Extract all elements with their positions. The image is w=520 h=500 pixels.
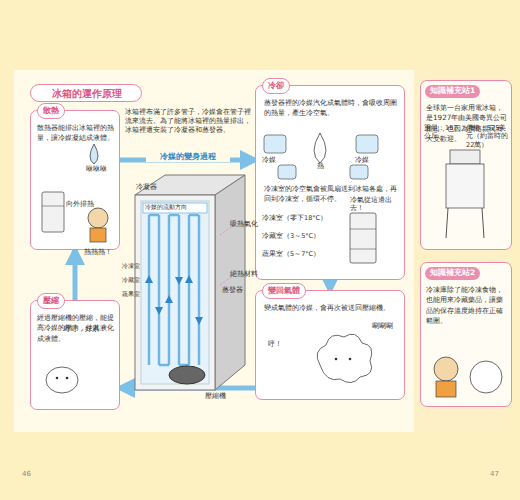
flow-arrow (328, 280, 333, 290)
box-heading: 知識補充站2 (425, 267, 480, 280)
part-label: 壓縮機 (205, 392, 226, 400)
part-label: 咻咻咻 (86, 165, 107, 173)
process-box: 壓縮經過壓縮機的壓縮，能提高冷媒的壓力，使其液化成液體。 (30, 300, 120, 410)
part-label: 重量：157公斤 (424, 124, 462, 141)
part-label: 價格：525美元（約當時的22萬） (466, 124, 510, 149)
box-heading: 散熱 (37, 103, 65, 119)
part-label: 冷藏室 (122, 276, 140, 284)
part-label: 46 (22, 470, 31, 479)
part-label: 冷氣從這邊出去！ (350, 196, 402, 213)
cloud-character (46, 367, 78, 393)
side-characters (424, 335, 512, 403)
heat-decor (32, 140, 120, 248)
part-label: 熱 (317, 162, 324, 170)
part-label: 蔬果室（5～7°C） (262, 250, 320, 258)
box-heading: 知識補充站1 (425, 85, 480, 98)
gas-decor (300, 325, 400, 397)
box-text: 冷凍庫除了能冷凍食物，也能用來冷藏藥品，讓藥品的保存溫度維持在正確範圍。 (426, 285, 508, 327)
box-heading: 壓縮 (37, 293, 65, 309)
part-label: 冷媒的流動方向 (145, 204, 187, 212)
box-heading: 冷卻 (262, 78, 290, 94)
title-tag: 冰箱的運作原理 (30, 84, 142, 102)
part-label: 蒸發器 (222, 286, 243, 294)
part-label: 冰箱裡布滿了許多管子，冷媒會在管子裡流來流去。為了能將冰箱裡的熱量排出，冰箱裡還… (125, 108, 251, 135)
part-label: 冷媒的變身過程 (146, 152, 230, 162)
box-heading: 變回氣體 (262, 283, 306, 299)
part-label: 絕熱材料 (230, 270, 258, 278)
part-label: 冷媒 (355, 156, 369, 164)
box-text: 散熱器能排出冰箱裡的熱量，讓冷媒凝結成液體。 (37, 123, 115, 144)
compressor (169, 366, 205, 384)
part-label: 冷凝器 (136, 183, 157, 191)
old-fridge (424, 148, 512, 246)
part-label: 呼！ (268, 340, 282, 348)
refrigerant-pipes (149, 215, 199, 365)
flow-tag (143, 203, 207, 213)
part-label: 向外排熱 (66, 200, 94, 208)
press-decor (32, 340, 120, 408)
part-label: 蔬果室 (122, 290, 140, 298)
flow-arrows (145, 275, 203, 325)
box-text: 蒸發器裡的冷媒汽化成氣體時，會吸收周圍的熱量，產生冷空氣。 (264, 98, 398, 119)
box-text: 變成氣體的冷媒，會再次被送回壓縮機。 (264, 303, 398, 313)
fridge-illustration (125, 165, 253, 405)
mini-fridge (350, 213, 376, 263)
part-label: 47 (490, 470, 499, 479)
flow-arrow (120, 386, 255, 391)
part-label: 呼呼，好累！ (64, 325, 106, 333)
part-label: 吸熱氣化 (230, 220, 258, 228)
kid-character (88, 208, 108, 228)
flow-arrow (73, 250, 78, 300)
part-label: 冷凍室 (122, 262, 140, 270)
box-heading: 冰箱的運作原理 (31, 87, 143, 101)
part-label: 冷凍室（零下18°C） (262, 214, 327, 222)
part-label: 唰唰唰 (372, 322, 393, 330)
part-label: 冷媒 (262, 156, 276, 164)
fridge-body (135, 175, 245, 390)
part-label: 冷藏室（3～5°C） (262, 232, 320, 240)
mini-fridge (42, 192, 64, 232)
part-label: 熱熱熱！ (84, 248, 112, 256)
flow-arrow (120, 158, 255, 163)
